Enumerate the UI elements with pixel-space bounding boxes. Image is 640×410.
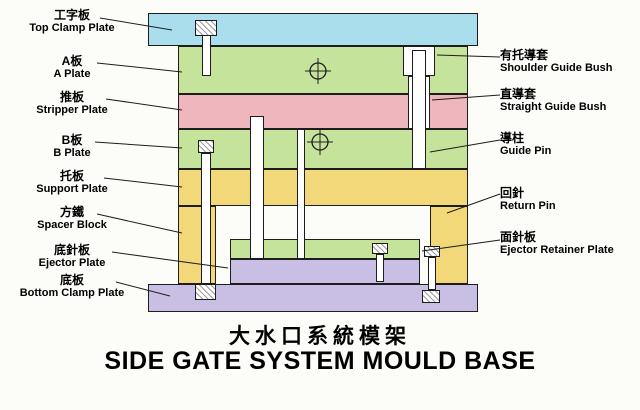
guide-pin-shape bbox=[412, 50, 426, 169]
label-en: Ejector Retainer Plate bbox=[500, 244, 614, 257]
label-zh: 有托導套 bbox=[500, 48, 549, 62]
label-top-clamp-plate: 工字板 Top Clamp Plate bbox=[2, 8, 142, 35]
label-zh: 直導套 bbox=[500, 87, 537, 101]
label-zh: 托板 bbox=[59, 169, 84, 183]
right-screw-head bbox=[424, 246, 440, 257]
ejector-plate-shape bbox=[230, 259, 420, 284]
label-zh: 回針 bbox=[500, 186, 525, 200]
return-pin-shape bbox=[250, 116, 264, 259]
label-zh: 底針板 bbox=[53, 243, 90, 257]
label-spacer-block: 方鐵 Spacer Block bbox=[2, 205, 142, 232]
right-screw-bottom-head bbox=[422, 290, 440, 303]
label-en: Straight Guide Bush bbox=[500, 101, 607, 114]
label-zh: 工字板 bbox=[53, 8, 90, 22]
label-straight-guide-bush: 直導套 Straight Guide Bush bbox=[500, 87, 638, 114]
label-en: Top Clamp Plate bbox=[29, 22, 115, 35]
label-zh: 推板 bbox=[59, 90, 84, 104]
ejector-screw-shaft bbox=[376, 254, 384, 282]
label-en: B Plate bbox=[53, 147, 91, 160]
ejector-screw-head bbox=[372, 243, 388, 254]
label-en: Spacer Block bbox=[37, 219, 107, 232]
label-zh: 面針板 bbox=[500, 230, 537, 244]
label-ejector-retainer-plate: 面針板 Ejector Retainer Plate bbox=[500, 230, 638, 257]
label-en: Bottom Clamp Plate bbox=[19, 287, 125, 300]
label-a-plate: A板 A Plate bbox=[2, 54, 142, 81]
top-cap-screw-shaft bbox=[202, 35, 211, 76]
ejector-pin-shape bbox=[297, 129, 305, 259]
label-zh: A板 bbox=[61, 54, 83, 68]
label-guide-pin: 導柱 Guide Pin bbox=[500, 131, 638, 158]
left-long-bolt-bottom-head bbox=[195, 284, 216, 300]
label-zh: 導柱 bbox=[500, 131, 525, 145]
label-zh: 底板 bbox=[59, 273, 84, 287]
label-en: Return Pin bbox=[500, 200, 556, 213]
label-en: Ejector Plate bbox=[38, 257, 106, 270]
right-screw-shaft bbox=[428, 257, 436, 290]
label-en: Support Plate bbox=[36, 183, 108, 196]
label-en: Shoulder Guide Bush bbox=[500, 62, 613, 75]
label-shoulder-guide-bush: 有托導套 Shoulder Guide Bush bbox=[500, 48, 638, 75]
label-stripper-plate: 推板 Stripper Plate bbox=[2, 90, 142, 117]
label-bottom-clamp-plate: 底板 Bottom Clamp Plate bbox=[2, 273, 142, 300]
left-long-bolt-shaft bbox=[201, 153, 211, 284]
left-long-bolt-top-head bbox=[198, 140, 214, 153]
title-chinese: 大水口系統模架 bbox=[229, 325, 411, 348]
label-zh: 方鐵 bbox=[59, 205, 84, 219]
label-en: Stripper Plate bbox=[36, 104, 108, 117]
top-cap-screw-head bbox=[195, 20, 217, 36]
support-plate-shape bbox=[178, 169, 468, 206]
label-support-plate: 托板 Support Plate bbox=[2, 169, 142, 196]
label-return-pin: 回針 Return Pin bbox=[500, 186, 638, 213]
label-en: Guide Pin bbox=[500, 145, 552, 158]
title-english: SIDE GATE SYSTEM MOULD BASE bbox=[104, 347, 536, 375]
label-en: A Plate bbox=[53, 68, 91, 81]
label-ejector-plate: 底針板 Ejector Plate bbox=[2, 243, 142, 270]
label-b-plate: B板 B Plate bbox=[2, 133, 142, 160]
label-zh: B板 bbox=[61, 133, 83, 147]
